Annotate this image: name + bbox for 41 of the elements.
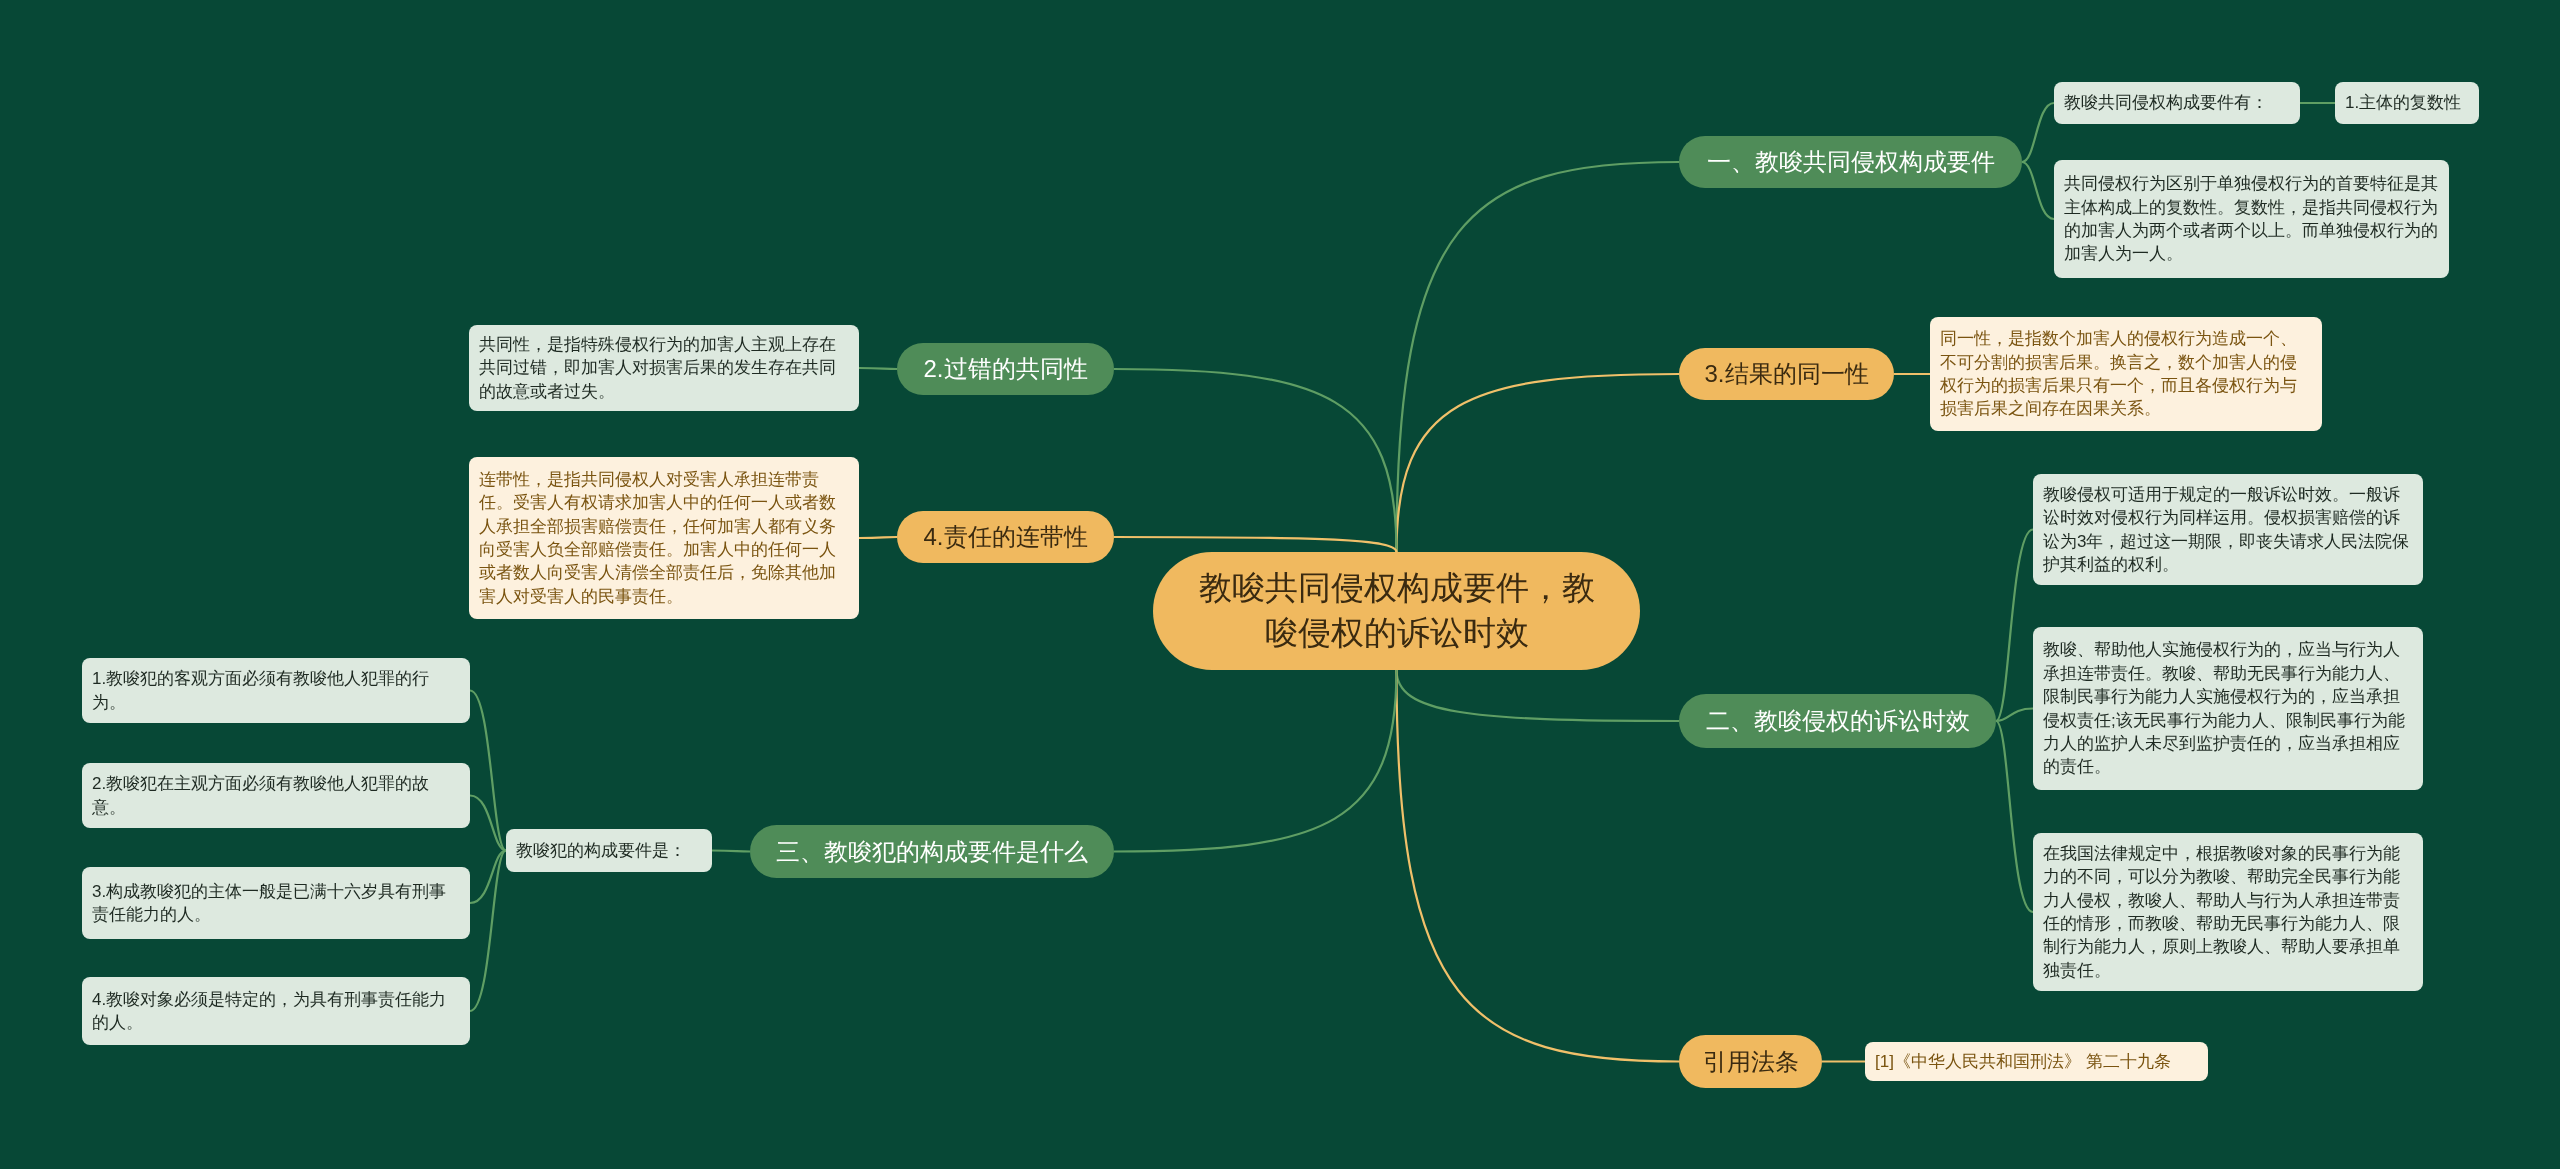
connector-line bbox=[1995, 707, 2034, 723]
central-topic: 教唆共同侵权构成要件，教唆侵权的诉讼时效 bbox=[1153, 552, 1640, 670]
connector-line bbox=[1995, 720, 2034, 913]
topic-pill: 3.结果的同一性 bbox=[1679, 348, 1894, 400]
note-box: 教唆犯的构成要件是： bbox=[506, 829, 712, 872]
topic-pill: 2.过错的共同性 bbox=[897, 343, 1114, 395]
connector-line bbox=[1995, 528, 2034, 722]
note-box: 2.教唆犯在主观方面必须有教唆他人犯罪的故意。 bbox=[82, 763, 470, 828]
connector-line bbox=[1114, 367, 1398, 553]
connector-line bbox=[469, 794, 507, 852]
note-box: 教唆共同侵权构成要件有： bbox=[2054, 82, 2300, 124]
connector-line bbox=[859, 535, 897, 540]
note-box: 共同性，是指特殊侵权行为的加害人主观上存在共同过错，即加害人对损害后果的发生存在共同的故意或者过失。 bbox=[469, 325, 859, 411]
connector-line bbox=[1894, 372, 1930, 376]
note-box: 1.主体的复数性 bbox=[2335, 82, 2479, 124]
connector-line bbox=[1114, 535, 1398, 553]
connector-line bbox=[2300, 101, 2335, 105]
note-box: 连带性，是指共同侵权人对受害人承担连带责任。受害人有权请求加害人中的任何一人或者数人承担全部损害赔偿责任，任何加害人都有义务向受害人负全部赔偿责任。加害人中的任何一人或者数人向受害人清偿全部责任后，免除其他加害人对受害人的民事责任。 bbox=[469, 457, 859, 619]
connector-line bbox=[859, 366, 897, 371]
note-box: 同一性，是指数个加害人的侵权行为造成一个、不可分割的损害后果。换言之，数个加害人的侵权行为的损害后果只有一个，而且各侵权行为与损害后果之间存在因果关系。 bbox=[1930, 317, 2322, 431]
connector-line bbox=[2021, 160, 2055, 221]
connector-line bbox=[1114, 669, 1398, 853]
connector-line bbox=[1822, 1060, 1865, 1063]
topic-pill: 4.责任的连带性 bbox=[897, 511, 1114, 563]
connector-line bbox=[469, 849, 507, 905]
topic-pill: 二、教唆侵权的诉讼时效 bbox=[1679, 694, 1996, 748]
note-box: 3.构成教唆犯的主体一般是已满十六岁具有刑事责任能力的人。 bbox=[82, 867, 470, 939]
note-box: 教唆、帮助他人实施侵权行为的，应当与行为人承担连带责任。教唆、帮助无民事行为能力人、限制民事行为能力人实施侵权行为的，应当承担侵权责任;该无民事行为能力人、限制民事行为能力人的监护人未尽到监护责任的，应当承担相应的责任。 bbox=[2033, 627, 2423, 790]
connector-line bbox=[712, 849, 750, 853]
topic-pill: 一、教唆共同侵权构成要件 bbox=[1679, 136, 2022, 188]
note-box: 共同侵权行为区别于单独侵权行为的首要特征是其主体构成上的复数性。复数性，是指共同侵权行为的加害人为两个或者两个以上。而单独侵权行为的加害人为一人。 bbox=[2054, 160, 2449, 278]
note-box: [1]《中华人民共和国刑法》 第二十九条 bbox=[1865, 1042, 2208, 1081]
topic-pill: 三、教唆犯的构成要件是什么 bbox=[750, 825, 1114, 878]
note-box: 4.教唆对象必须是特定的，为具有刑事责任能力的人。 bbox=[82, 977, 470, 1045]
note-box: 教唆侵权可适用于规定的一般诉讼时效。一般诉讼时效对侵权行为同样运用。侵权损害赔偿的诉讼为3年，超过这一期限，即丧失请求人民法院保护其利益的权利。 bbox=[2033, 474, 2423, 585]
connector-line bbox=[2021, 101, 2055, 164]
connector-line bbox=[469, 689, 507, 852]
note-box: 1.教唆犯的客观方面必须有教唆他人犯罪的行为。 bbox=[82, 658, 470, 723]
connector-line bbox=[469, 849, 507, 1012]
note-box: 在我国法律规定中，根据教唆对象的民事行为能力的不同，可以分为教唆、帮助完全民事行为能力人侵权，教唆人、帮助人与行为人承担连带责任的情形，而教唆、帮助无民事行为能力人、限制行为能力人，原则上教唆人、帮助人要承担单独责任。 bbox=[2033, 833, 2423, 991]
topic-pill: 引用法条 bbox=[1679, 1035, 1822, 1088]
